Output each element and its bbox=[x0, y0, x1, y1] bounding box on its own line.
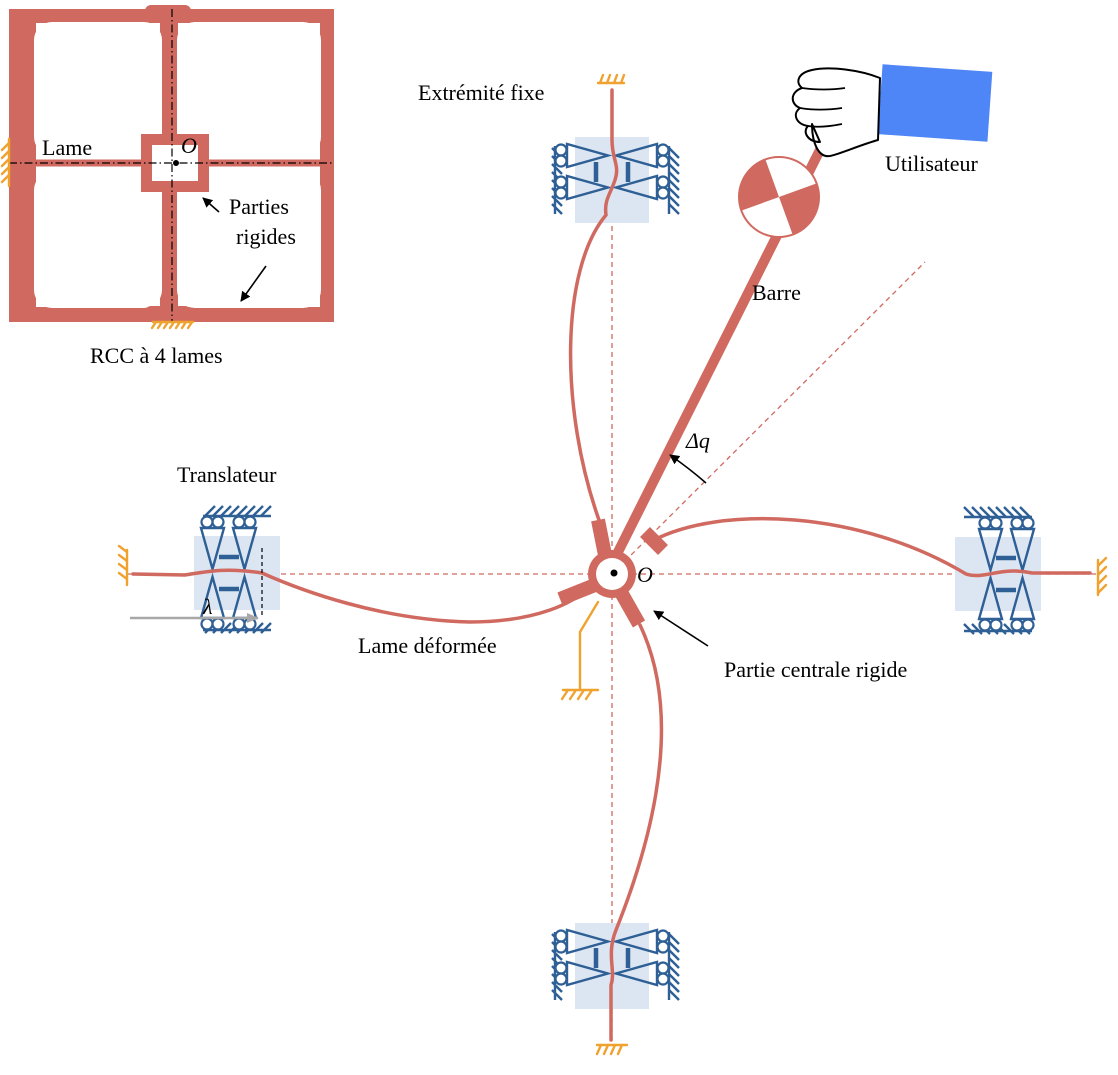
ground-center bbox=[560, 600, 600, 701]
label-lame-deformee: Lame déformée bbox=[358, 633, 497, 658]
ground-right bbox=[1096, 556, 1108, 597]
label-delta-q: Δq bbox=[685, 428, 710, 453]
label-center-O: O bbox=[637, 562, 653, 587]
label-utilisateur: Utilisateur bbox=[885, 151, 979, 176]
ground-left bbox=[117, 544, 129, 587]
ground-bottom bbox=[595, 1043, 629, 1056]
inset-arrow-center bbox=[202, 197, 220, 213]
central-rigid-part bbox=[557, 518, 668, 628]
label-translateur: Translateur bbox=[177, 462, 277, 487]
blade-bottom bbox=[609, 623, 664, 1042]
inset-rigides-label: rigides bbox=[236, 224, 296, 249]
blade-right bbox=[650, 516, 1092, 578]
inset-arrow-frame bbox=[240, 265, 267, 302]
inset-caption: RCC à 4 lames bbox=[90, 343, 223, 368]
blade-top bbox=[568, 88, 619, 522]
pointing-hand-icon bbox=[791, 64, 993, 158]
delta-q-arrow bbox=[669, 454, 707, 484]
label-extremite-fixe: Extrémité fixe bbox=[418, 80, 544, 105]
label-barre: Barre bbox=[752, 280, 801, 305]
inset-rcc-diagram: Lame O Parties rigides RCC à 4 lames bbox=[0, 5, 334, 368]
label-lambda: λ bbox=[202, 594, 213, 619]
inset-parties-label: Parties bbox=[229, 194, 289, 219]
blade-left bbox=[131, 568, 584, 624]
inset-center-label: O bbox=[181, 133, 197, 158]
center-of-mass-icon bbox=[738, 156, 820, 238]
ground-top bbox=[596, 73, 626, 85]
rotated-reference-line bbox=[611, 261, 926, 575]
inset-lame-label: Lame bbox=[42, 135, 92, 160]
label-partie-centrale-rigide: Partie centrale rigide bbox=[724, 657, 907, 682]
central-part-arrow bbox=[653, 610, 709, 647]
